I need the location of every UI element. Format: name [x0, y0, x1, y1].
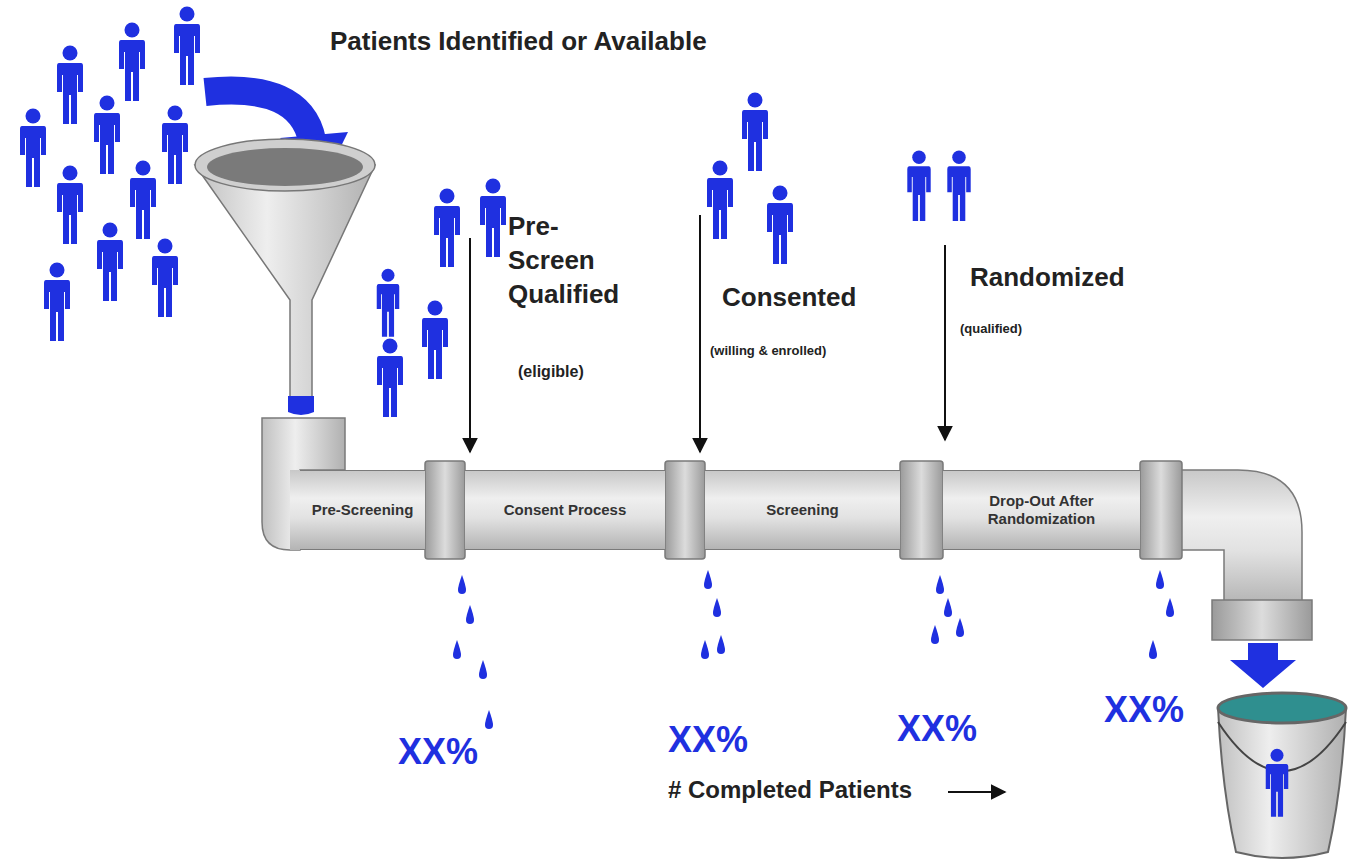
heading-label: Patients Identified or Available [330, 26, 890, 57]
stage-label: Consented [722, 282, 922, 313]
pipe-segment: Drop-Out After Randomization [943, 470, 1140, 550]
stage-label: Randomized [970, 262, 1190, 293]
funnel [195, 139, 375, 415]
pipe-elbow [1180, 470, 1302, 604]
loss-percent: XX% [668, 718, 788, 761]
loss-percent: XX% [897, 707, 1017, 750]
pipe-segment: Pre-Screening [300, 470, 425, 550]
loss-percent: XX% [398, 730, 518, 773]
loss-percent: XX% [1104, 688, 1214, 731]
stage-note: (willing & enrolled) [710, 343, 910, 359]
leak-drops [453, 570, 1174, 729]
stage-label: Pre-Screen Qualified [508, 210, 636, 311]
segment-label: Consent Process [504, 501, 627, 519]
segment-label: Pre-Screening [312, 501, 414, 519]
pipe-segment: Screening [705, 470, 900, 550]
completed-label: # Completed Patients [668, 776, 946, 805]
stage-note: (qualified) [960, 321, 1080, 337]
pipe-coupling [425, 461, 1182, 559]
pipe-segment: Consent Process [465, 470, 665, 550]
outflow-arrow [1230, 643, 1296, 688]
segment-label: Screening [766, 501, 839, 519]
patient-crowd [20, 7, 200, 342]
segment-label: Drop-Out After Randomization [949, 492, 1134, 528]
stage-note: (eligible) [518, 362, 638, 381]
stage-people [377, 93, 971, 418]
pipe-flange [1212, 600, 1312, 640]
bucket [1218, 693, 1346, 858]
